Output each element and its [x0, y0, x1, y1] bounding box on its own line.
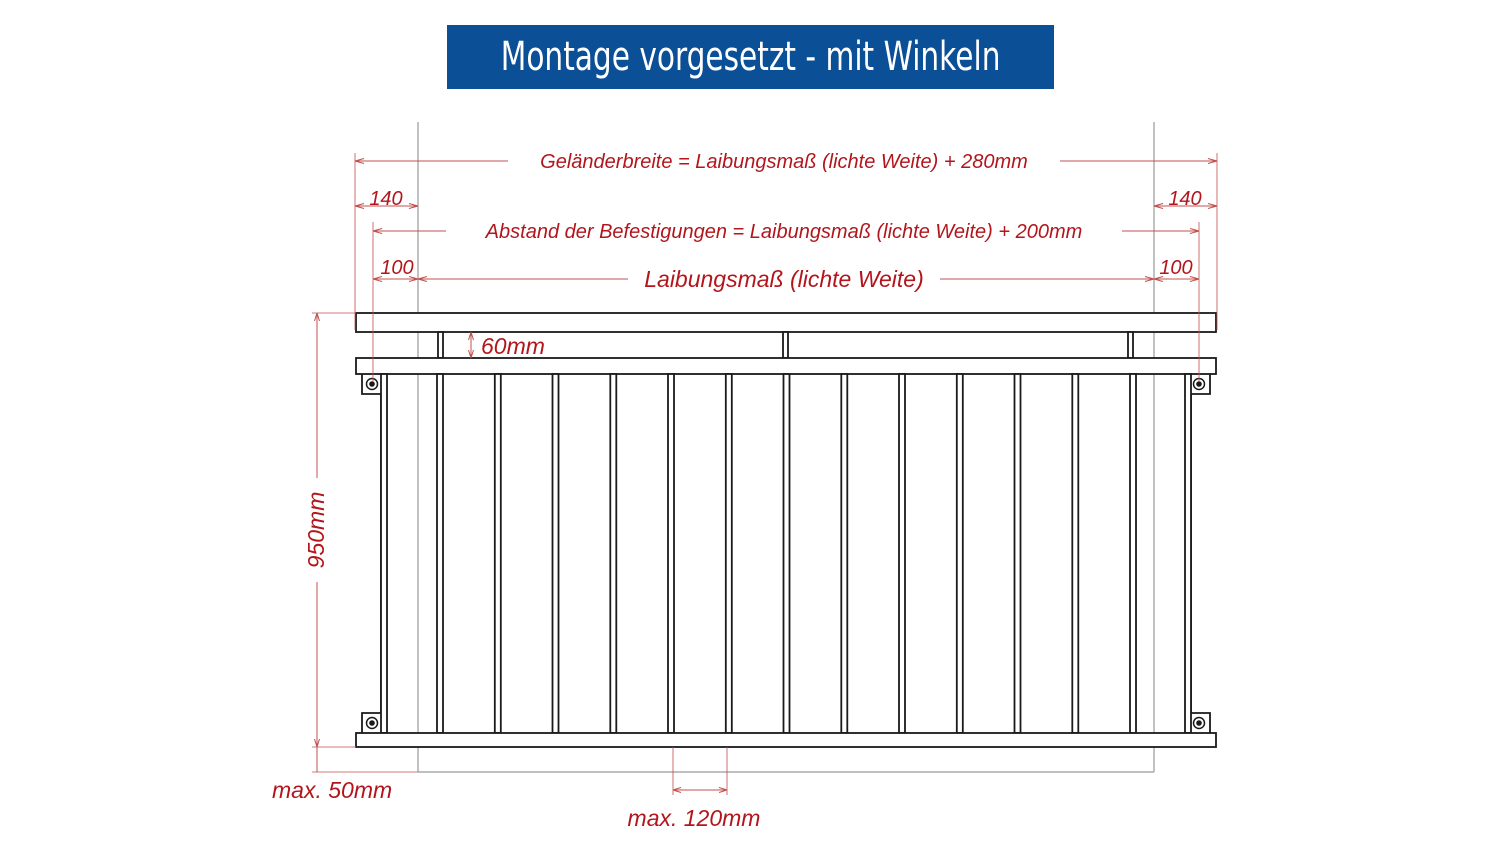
spacer-post-left — [437, 331, 444, 359]
bottom-clearance-label: max. 50mm — [272, 777, 392, 803]
fixing-offset-right-label: 100 — [1159, 257, 1192, 279]
fixing-point-top-left — [365, 377, 379, 391]
spacer-post-center — [782, 331, 789, 359]
vertical-bar — [1013, 373, 1022, 734]
height-label: 950mm — [303, 492, 329, 569]
vertical-bar — [1129, 373, 1137, 734]
vertical-bar — [436, 373, 444, 734]
rail-gap-label: 60mm — [481, 333, 545, 359]
handrail — [355, 312, 1217, 333]
window-reveal — [417, 122, 1155, 773]
title-banner: Montage vorgesetzt - mit Winkeln — [447, 25, 1054, 89]
fixing-point-bottom-left — [365, 716, 379, 730]
vertical-bar — [955, 373, 964, 734]
bottom-rail — [355, 732, 1217, 748]
vertical-bar — [609, 373, 618, 734]
right-end-post — [1184, 373, 1192, 734]
vertical-bar — [493, 373, 502, 734]
fixing-distance-label: Abstand der Befestigungen = Laibungsmaß … — [485, 221, 1083, 243]
bar-spacing-label: max. 120mm — [628, 805, 761, 831]
dimension-labels: Geländerbreite = Laibungsmaß (lichte Wei… — [272, 151, 1202, 831]
overhang-right-label: 140 — [1168, 188, 1201, 210]
vertical-bar — [898, 373, 906, 734]
vertical-bar — [551, 373, 560, 734]
left-bracket — [361, 374, 382, 733]
spacer-post-right — [1127, 331, 1134, 359]
fixing-offset-left-label: 100 — [380, 257, 413, 279]
left-end-post — [380, 373, 388, 734]
vertical-bars — [436, 373, 1137, 734]
vertical-bar — [724, 373, 733, 734]
fixing-point-top-right — [1192, 377, 1206, 391]
railing-frame — [355, 312, 1217, 748]
vertical-bar — [782, 373, 791, 734]
overhang-left-label: 140 — [369, 188, 402, 210]
right-bracket — [1190, 374, 1211, 733]
vertical-bar — [1071, 373, 1080, 734]
reveal-width-label: Laibungsmaß (lichte Weite) — [644, 266, 924, 292]
railing-width-label: Geländerbreite = Laibungsmaß (lichte Wei… — [540, 151, 1028, 173]
vertical-bar — [667, 373, 675, 734]
vertical-bar — [840, 373, 849, 734]
dimension-lines — [312, 153, 1218, 795]
top-rail — [355, 357, 1217, 375]
fixing-point-bottom-right — [1192, 716, 1206, 730]
page-title: Montage vorgesetzt - mit Winkeln — [500, 34, 1001, 80]
